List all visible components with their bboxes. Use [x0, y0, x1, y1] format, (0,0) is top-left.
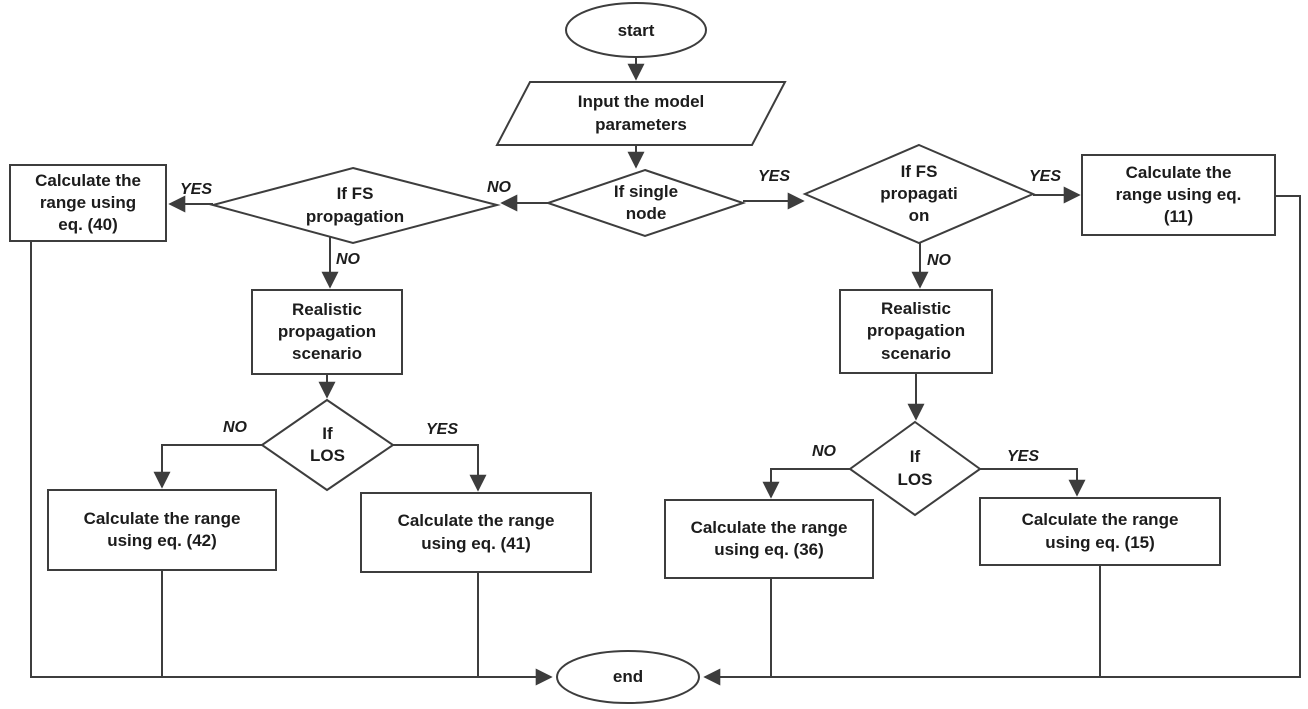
- arrow-los-right-no-to-eq36: [762, 468, 850, 499]
- realistic-right-box-shape: [839, 289, 993, 374]
- if-fs-left-diamond-shape: [209, 166, 501, 245]
- arrow-los-left-yes-to-eq41: [393, 444, 487, 492]
- if-fs-right-diamond-shape: [802, 143, 1036, 245]
- end-terminator-shape: [556, 650, 700, 704]
- arrow-los-left-no-to-eq42: [153, 444, 262, 489]
- calc-eq15-box-shape: [979, 497, 1221, 566]
- realistic-left-box-shape: [251, 289, 403, 375]
- start-terminator-shape: [565, 2, 707, 58]
- if-los-right-diamond-shape: [848, 420, 982, 517]
- arrow-left-branch-to-end: [30, 241, 553, 686]
- if-single-node-diamond-shape: [544, 168, 747, 238]
- input-parallelogram-shape: [495, 81, 787, 146]
- calc-eq42-box-shape: [47, 489, 277, 571]
- calc-eq11-box-shape: [1081, 154, 1276, 236]
- arrow-los-right-yes-to-eq15: [980, 468, 1086, 497]
- arrow-right-branch-to-end: [703, 195, 1301, 686]
- calc-eq36-box-shape: [664, 499, 874, 579]
- if-los-left-diamond-shape: [260, 398, 395, 492]
- calc-eq40-box-shape: [9, 164, 167, 242]
- calc-eq41-box-shape: [360, 492, 592, 573]
